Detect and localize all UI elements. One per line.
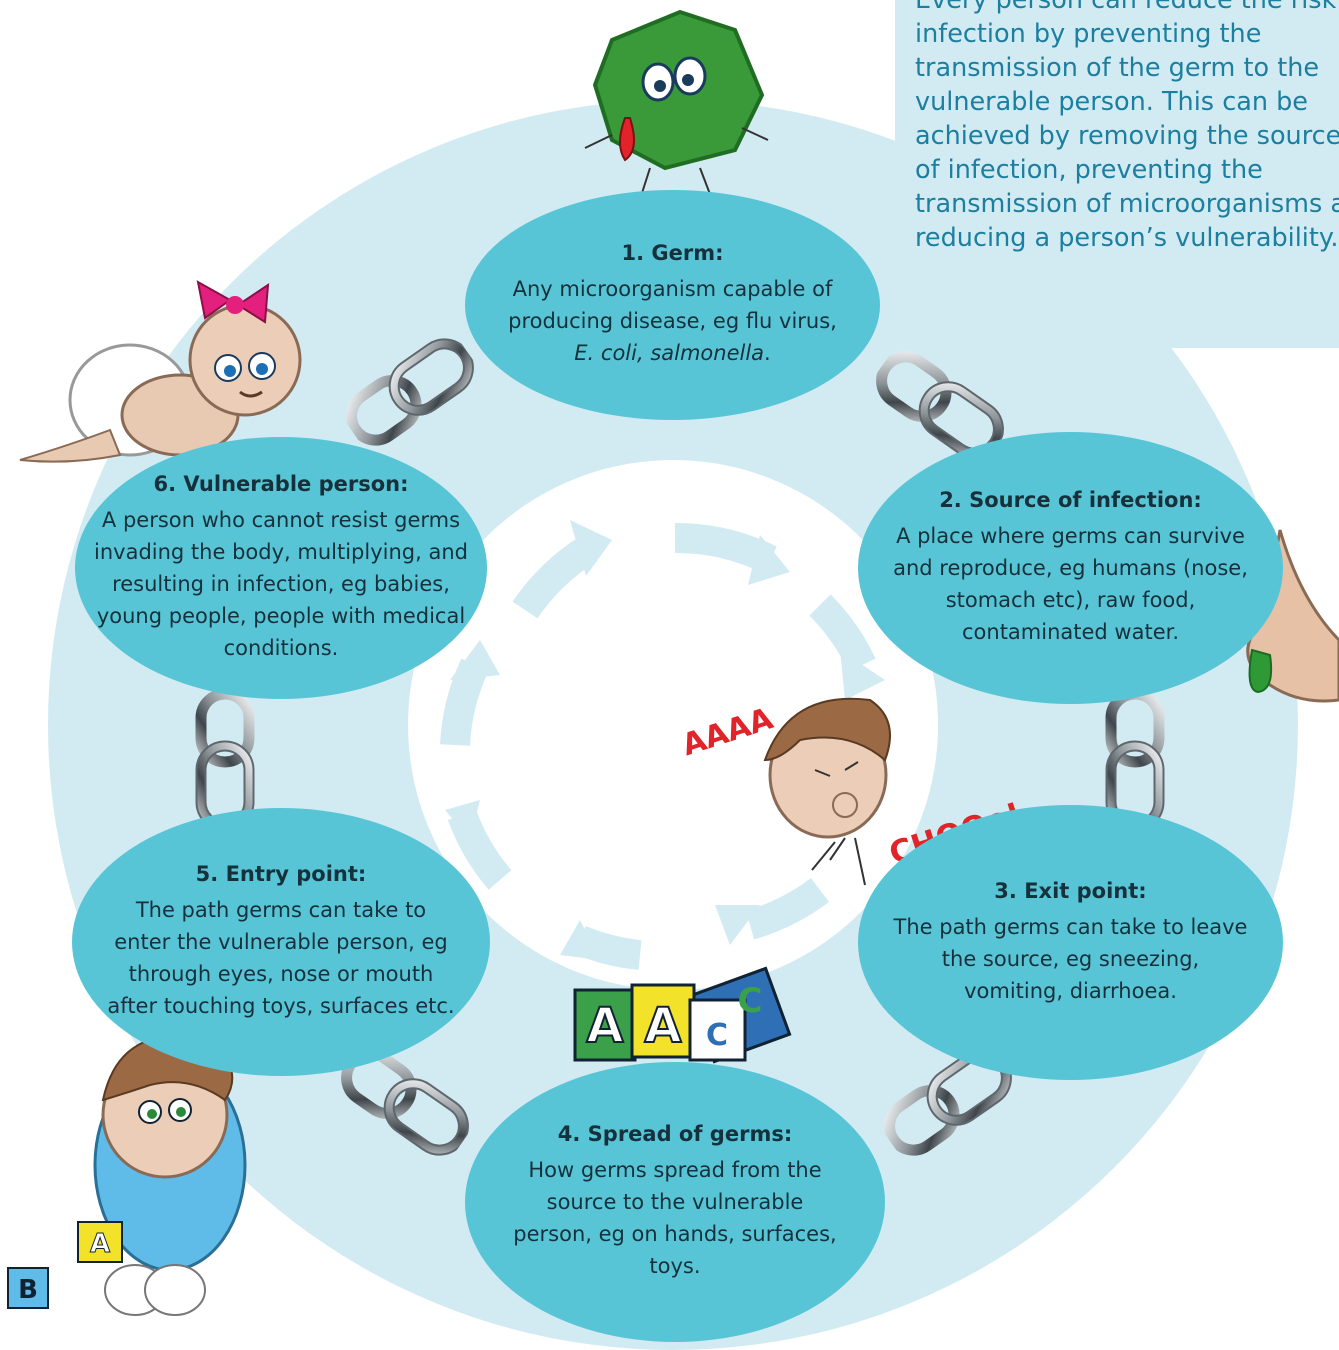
node-description: The path germs can take to leave the sou… — [893, 914, 1248, 1003]
node-description: The path germs can take to enter the vul… — [107, 898, 455, 1018]
block-letter: C — [738, 981, 763, 1021]
node-description: How germs spread from the source to the … — [513, 1158, 837, 1278]
block-letter: A — [90, 1229, 110, 1259]
node-title: 5. Entry point: — [195, 862, 367, 886]
prevention-callout: Every person can reduce the risk of infe… — [895, 0, 1339, 348]
node-entry-point: 5. Entry point: The path germs can take … — [72, 808, 490, 1076]
node-description: Any microorganism capable of producing d… — [508, 277, 837, 365]
node-description: A place where germs can survive and repr… — [893, 524, 1248, 644]
node-exit-point: 3. Exit point: The path germs can take t… — [858, 805, 1283, 1080]
node-vulnerable-person: 6. Vulnerable person: A person who canno… — [75, 437, 487, 699]
block-letter: C — [706, 1018, 728, 1053]
node-title: 4. Spread of germs: — [557, 1122, 793, 1146]
node-title: 2. Source of infection: — [939, 488, 1202, 512]
node-title: 3. Exit point: — [994, 878, 1147, 903]
node-title: 1. Germ: — [621, 241, 724, 265]
cycle-arrowheads — [445, 520, 885, 960]
blocks-illustration — [573, 966, 792, 1064]
node-source-of-infection: 2. Source of infection: A place where ge… — [858, 432, 1283, 704]
block-letter: B — [18, 1275, 38, 1305]
block-letter: A — [586, 998, 623, 1054]
node-description: A person who cannot resist germs invadin… — [94, 508, 468, 660]
sneezing-boy-illustration — [763, 697, 891, 886]
block-letter: A — [644, 998, 681, 1054]
node-spread-of-germs: 4. Spread of germs: How germs spread fro… — [465, 1062, 885, 1342]
node-germ: 1. Germ: Any microorganism capable of pr… — [465, 190, 880, 420]
callout-text: Every person can reduce the risk of infe… — [915, 0, 1339, 253]
germ-illustration — [584, 9, 769, 216]
node-title: 6. Vulnerable person: — [153, 472, 409, 496]
